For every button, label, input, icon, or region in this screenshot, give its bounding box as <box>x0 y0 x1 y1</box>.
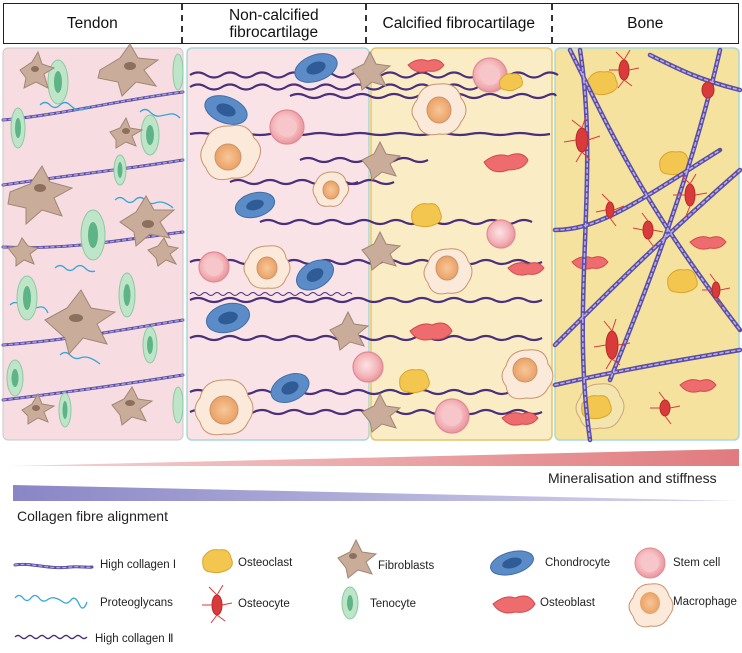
legend-label-osteoclast: Osteoclast <box>238 557 293 569</box>
legend-label-collagen-ii: High collagen Ⅱ <box>95 633 174 645</box>
legend-label-macrophage: Macrophage <box>673 596 737 608</box>
column-title-noncalcified: Non-calcified fibrocartilage <box>180 4 366 43</box>
legend-label-collagen-i: High collagen I <box>100 559 177 571</box>
column-header-bar: Tendon Non-calcified fibrocartilage Calc… <box>3 3 739 44</box>
chondrocytes <box>204 53 338 404</box>
legend-collagen-i-icon <box>13 562 94 570</box>
column-title-bone: Bone <box>550 4 738 43</box>
macrophages <box>194 83 625 436</box>
legend-label-osteoblast: Osteoblast <box>540 597 595 609</box>
legend-label-fibroblasts: Fibroblasts <box>378 560 435 572</box>
tendon-fibroblast-nuclei <box>31 62 154 411</box>
bone-osteocytes <box>563 49 731 425</box>
column-title-tendon: Tendon <box>66 15 118 32</box>
bone-collagen-fibres <box>552 47 742 443</box>
legend-icons <box>13 538 674 640</box>
tendon-tenocytes <box>6 53 184 428</box>
legend-fibroblast-icon <box>337 538 378 579</box>
legend-osteocyte-icon <box>202 584 233 624</box>
legend-label-osteocyte: Osteocyte <box>238 598 290 610</box>
legend-osteoblast-icon <box>492 595 536 614</box>
alignment-gradient-bar <box>13 485 739 501</box>
osteoblasts <box>407 59 727 426</box>
legend-chondrocyte-icon <box>490 550 534 576</box>
mineralisation-label: Mineralisation and stiffness <box>548 470 717 486</box>
column-title-calcified: Calcified fibrocartilage <box>365 4 550 43</box>
collagen-ii-fine-waves <box>189 292 353 296</box>
legend-proteoglycan-icon <box>14 594 88 609</box>
legend-macrophage-icon <box>628 583 674 628</box>
legend-label-tenocyte: Tenocyte <box>370 598 417 610</box>
legend-label-proteoglycans: Proteoglycans <box>100 597 173 609</box>
legend-tenocyte-icon <box>341 586 359 620</box>
legend-label-stem-cell: Stem cell <box>673 557 721 569</box>
alignment-label: Collagen fibre alignment <box>17 508 168 524</box>
legend-osteoclast-icon <box>202 549 233 574</box>
mineralisation-gradient-bar <box>10 449 739 466</box>
calcified-panel <box>370 47 553 441</box>
fibrocartilage-fibroblasts <box>329 50 402 433</box>
legend-stem-cell-icon <box>634 547 666 579</box>
legend-collagen-ii-icon <box>14 634 88 640</box>
legend-label-chondrocyte: Chondrocyte <box>545 557 611 569</box>
